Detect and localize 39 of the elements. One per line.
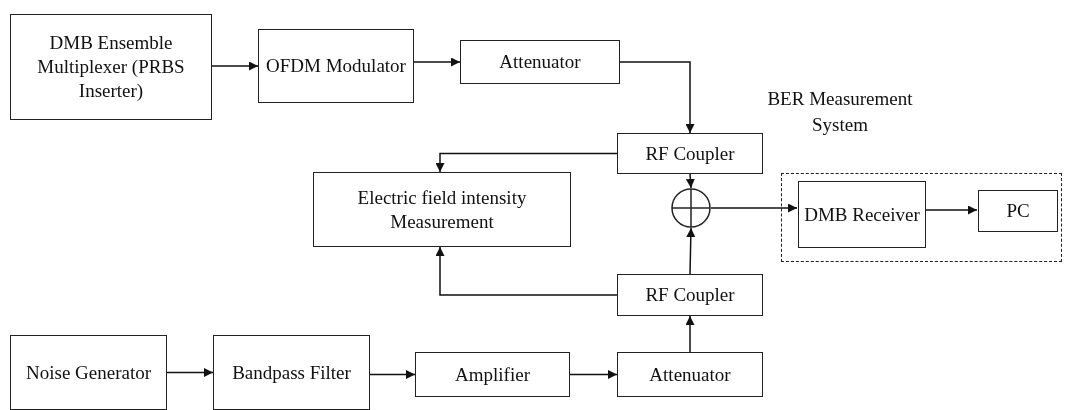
arrow [569, 370, 618, 379]
arrow [685, 173, 695, 189]
arrow [685, 315, 695, 353]
arrow [619, 61, 695, 134]
process-box [10, 14, 212, 120]
arrow [166, 368, 214, 377]
process-box [617, 352, 763, 397]
process-box [617, 133, 763, 174]
process-box [313, 172, 571, 247]
process-box [798, 181, 926, 248]
arrow [369, 370, 416, 379]
process-box [617, 274, 763, 316]
process-box [460, 40, 620, 84]
process-box [10, 335, 167, 410]
process-box [415, 352, 570, 397]
process-box [258, 29, 414, 103]
box-label: Bandpass Filter [232, 360, 351, 385]
arrow [211, 61, 259, 71]
group-title: BER Measurement System [766, 87, 914, 137]
box-label: Electric field intensity Measurement [356, 185, 528, 234]
arrow [435, 246, 618, 296]
box-label: Attenuator [499, 50, 581, 74]
arrow [413, 57, 461, 67]
summing-junction [671, 188, 711, 228]
process-box [213, 335, 370, 410]
box-label: Attenuator [649, 362, 731, 387]
box-label: Amplifier [455, 362, 530, 387]
box-label: Noise Generator [26, 360, 151, 385]
box-label: DMB Receiver [804, 202, 920, 227]
arrow [435, 152, 618, 173]
box-label: RF Coupler [645, 141, 735, 166]
box-label: DMB Ensemble Multiplexer (PRBS Inserter) [36, 31, 186, 103]
arrow [924, 205, 978, 215]
arrow [686, 227, 696, 275]
arrow [710, 203, 798, 213]
box-label: PC [1006, 199, 1030, 223]
box-label: RF Coupler [645, 283, 735, 307]
process-box [978, 190, 1058, 232]
box-label: OFDM Modulator [266, 54, 406, 78]
